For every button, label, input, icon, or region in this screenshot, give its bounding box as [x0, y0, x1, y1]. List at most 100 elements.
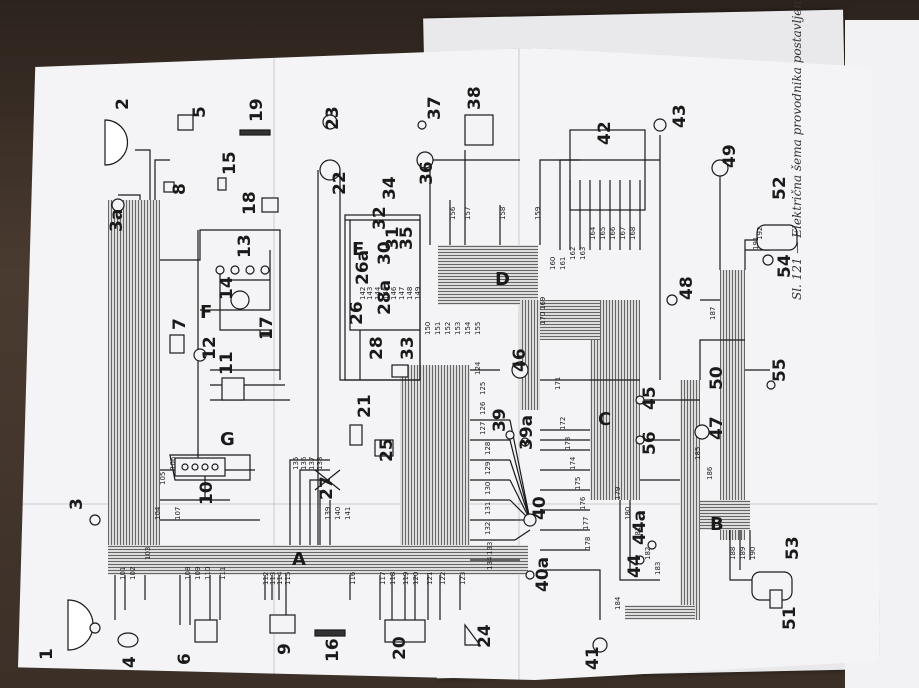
component-label-53: 53: [783, 536, 803, 560]
wire-number-166: 166: [609, 226, 617, 240]
wire-number-109: 109: [194, 567, 202, 580]
component-label-34: 34: [380, 176, 400, 200]
wire-number-178: 178: [584, 537, 592, 550]
wire-number-155: 155: [474, 322, 482, 335]
component-label-24: 24: [475, 624, 495, 648]
wire-number-148: 148: [406, 287, 414, 300]
wire-number-141: 141: [344, 507, 352, 520]
component-label-17: 17: [257, 316, 277, 340]
component-label-33: 33: [398, 336, 418, 360]
component-label-45: 45: [640, 386, 660, 410]
component-label-26: 26: [347, 301, 367, 325]
wire-number-171: 171: [554, 377, 562, 390]
component-label-8: 8: [170, 183, 190, 195]
component-label-14: 14: [217, 276, 237, 300]
wire-number-133: 133: [486, 542, 494, 555]
wire-number-138: 138: [316, 457, 324, 470]
component-label-54: 54: [775, 254, 795, 278]
wire-number-112: 112: [262, 572, 270, 585]
bundle-label-F: F: [200, 302, 212, 323]
component-label-30: 30: [375, 241, 395, 265]
wire-number-108: 108: [184, 567, 192, 580]
component-label-32: 32: [370, 206, 390, 230]
component-label-20: 20: [390, 636, 410, 660]
wire-number-113: 113: [269, 572, 277, 585]
wire-number-170: 170: [539, 312, 547, 325]
bundle-C: [540, 300, 640, 500]
component-label-50: 50: [707, 366, 727, 390]
component-label-56: 56: [640, 431, 660, 455]
wire-number-116: 116: [349, 571, 357, 585]
component-label-41: 41: [583, 646, 603, 670]
component-label-47: 47: [707, 416, 727, 440]
wire-number-137: 137: [308, 457, 316, 470]
wire-number-187: 187: [709, 307, 717, 320]
component-label-31: 31: [383, 226, 403, 250]
wire-number-104: 104: [154, 506, 162, 520]
wire-number-184: 184: [614, 596, 622, 610]
component-label-1: 1: [37, 648, 57, 660]
component-label-40a: 40a: [533, 557, 553, 592]
wire-number-132: 132: [484, 522, 492, 535]
figure-caption: Sl. 121 — Električna šema provodnika pos…: [790, 0, 804, 300]
component-label-5: 5: [190, 106, 210, 118]
component-label-35: 35: [397, 226, 417, 250]
component-label-46: 46: [510, 348, 530, 372]
wire-number-173: 173: [564, 437, 572, 450]
wire-number-103: 103: [144, 547, 152, 560]
wire-number-163: 163: [579, 247, 587, 260]
component-label-18: 18: [240, 191, 260, 215]
component-label-2: 2: [113, 98, 133, 110]
bundle-A: [108, 200, 528, 575]
component-label-43: 43: [670, 104, 690, 128]
wire-number-158: 158: [499, 207, 507, 220]
wire-number-140: 140: [334, 507, 342, 520]
wire-number-125: 125: [479, 382, 487, 395]
component-symbols: [67, 114, 798, 653]
bundle-label-B: B: [710, 514, 724, 535]
component-label-49: 49: [720, 144, 740, 168]
component-label-3a: 3a: [107, 209, 127, 232]
wire-number-128: 128: [484, 442, 492, 455]
component-label-3: 3: [67, 498, 87, 510]
component-label-22: 22: [330, 171, 350, 195]
component-label-7: 7: [170, 318, 190, 330]
wire-number-117: 117: [379, 572, 387, 585]
wire-number-192: 192: [756, 227, 764, 240]
wire-number-190: 190: [749, 547, 757, 560]
wire-number-143: 143: [366, 287, 374, 300]
wire-number-191: 191: [752, 237, 760, 250]
wire-number-157: 157: [464, 207, 472, 220]
wire-number-172: 172: [559, 417, 567, 430]
wire-number-129: 129: [484, 462, 492, 475]
component-label-13: 13: [235, 234, 255, 258]
component-label-23: 23: [323, 106, 343, 130]
wire-number-181: 181: [634, 527, 642, 540]
wire-number-130: 130: [484, 482, 492, 495]
wire-number-118: 118: [389, 572, 397, 585]
wire-number-174: 174: [569, 456, 577, 470]
component-label-27: 27: [317, 476, 337, 500]
wire-number-188: 188: [729, 547, 737, 560]
wire-number-145: 145: [382, 287, 390, 300]
component-label-36: 36: [417, 161, 437, 185]
wire-number-182: 182: [644, 547, 652, 560]
component-label-10: 10: [197, 481, 217, 505]
wire-number-142: 142: [359, 287, 367, 300]
wire-number-156: 156: [449, 206, 457, 220]
component-label-28: 28: [367, 336, 387, 360]
wire-number-101: 101: [119, 567, 127, 580]
wire-number-135: 135: [292, 457, 300, 470]
wire-number-134: 134: [486, 556, 494, 570]
wire-number-121: 121: [426, 572, 434, 585]
wire-number-176: 176: [579, 496, 587, 510]
component-label-26a: 26a: [353, 250, 373, 285]
wire-number-168: 168: [629, 227, 637, 240]
wire-number-139: 139: [324, 507, 332, 520]
component-labels: 1233a45678910111213141516171819202122232…: [37, 86, 803, 670]
wire-number-167: 167: [619, 227, 627, 240]
wire-number-175: 175: [574, 477, 582, 490]
wire-number-150: 150: [424, 322, 432, 335]
component-label-12: 12: [200, 336, 220, 360]
